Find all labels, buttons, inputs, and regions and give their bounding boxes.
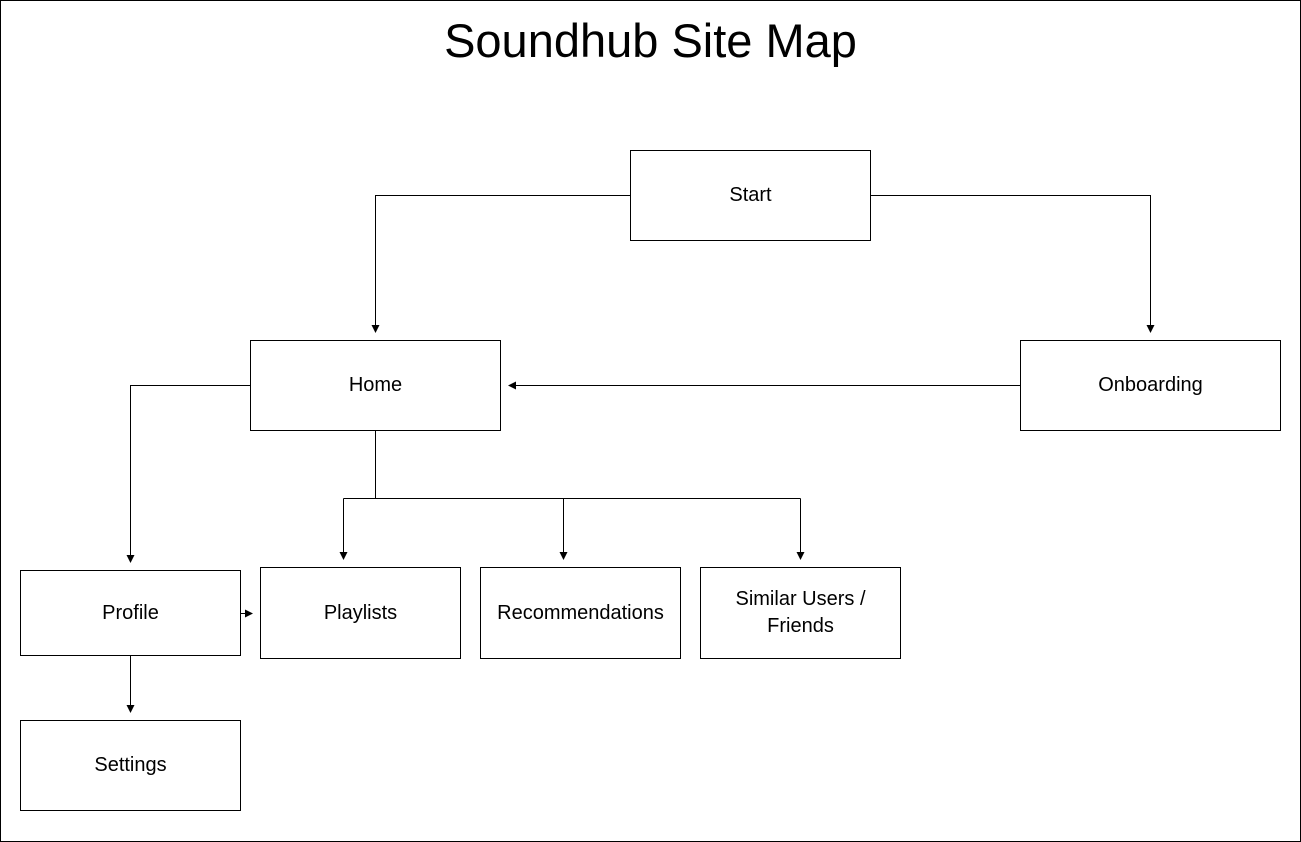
node-onboarding-label: Onboarding (1098, 374, 1203, 396)
node-recommendations-label: Recommendations (497, 601, 664, 624)
node-playlists-label: Playlists (323, 601, 398, 624)
node-similar-users: Similar Users / Friends (700, 567, 901, 659)
edge-home-profile (126, 385, 251, 563)
node-settings-label: Settings (94, 754, 167, 776)
node-settings: Settings (20, 720, 241, 811)
node-onboarding: Onboarding (1020, 340, 1281, 431)
diagram-title: Soundhub Site Map (444, 14, 857, 67)
node-profile-label: Profile (102, 601, 159, 624)
node-profile: Profile (20, 570, 241, 656)
node-recommendations: Recommendations (480, 567, 681, 659)
node-home-label: Home (348, 374, 403, 396)
node-home: Home (250, 340, 501, 431)
node-playlists: Playlists (260, 567, 461, 659)
node-start-label: Start (729, 184, 772, 206)
node-similar-users-label: Similar Users / Friends (735, 588, 866, 637)
edge-start-onboarding (870, 195, 1155, 333)
edge-start-home (371, 195, 631, 333)
node-start: Start (630, 150, 871, 241)
